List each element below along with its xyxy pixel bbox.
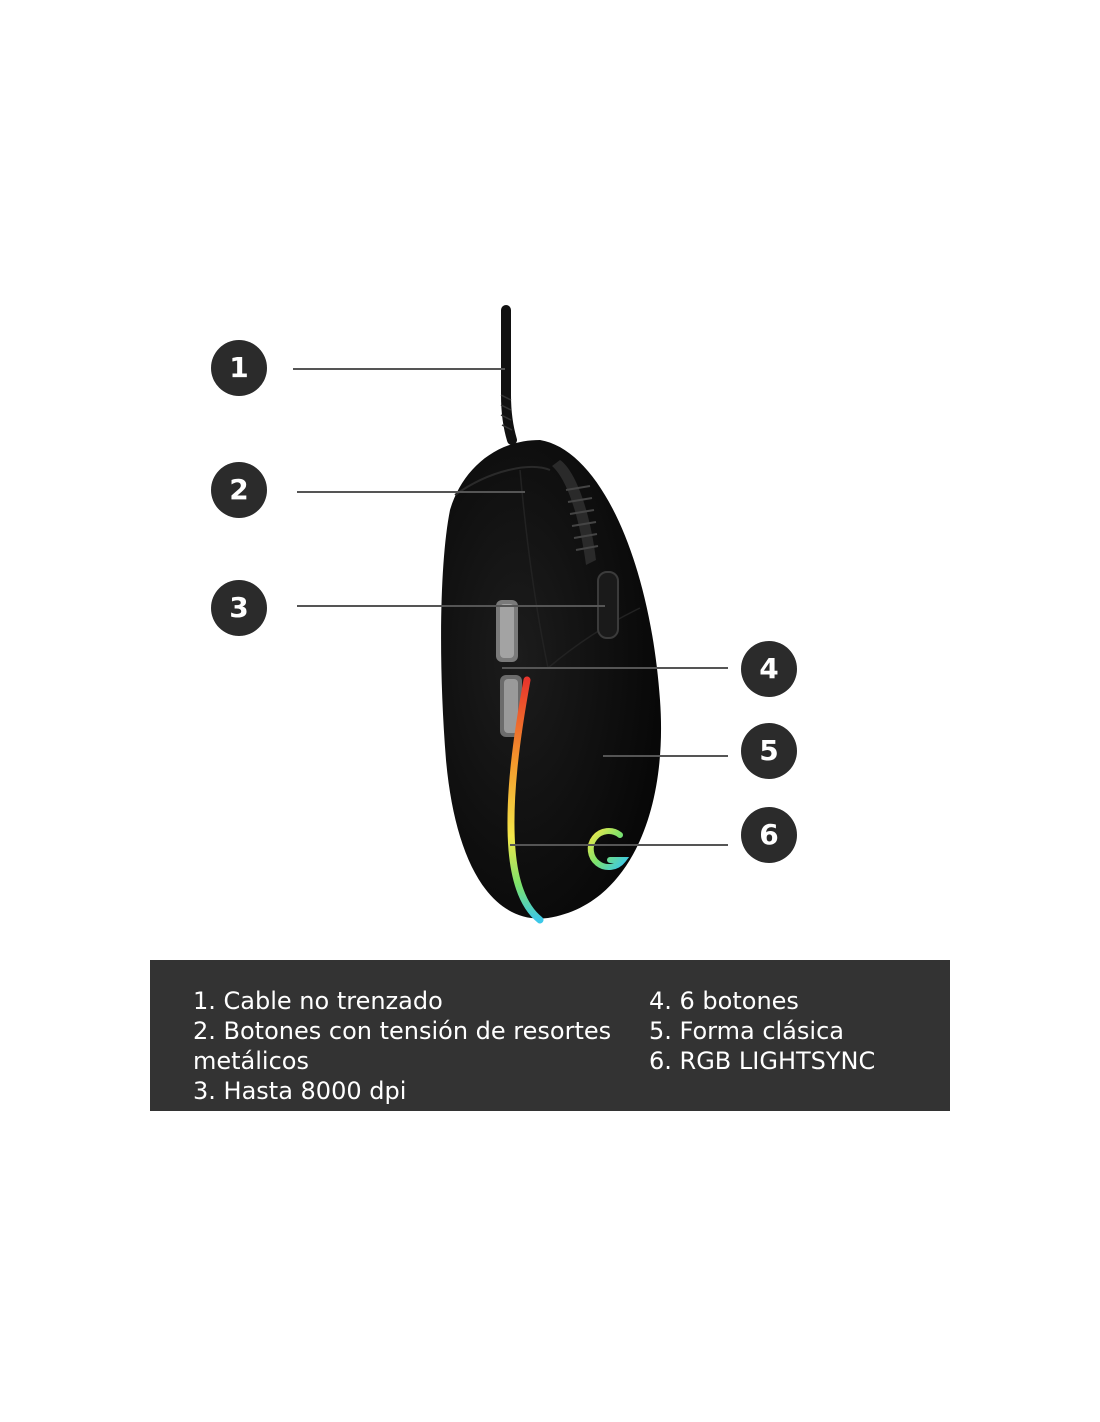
legend-item-3: 3. Hasta 8000 dpi <box>193 1077 407 1105</box>
callout-badge-6: 6 <box>741 807 797 863</box>
legend-item-2-continued: metálicos <box>193 1047 309 1075</box>
logitech-g-logo <box>587 828 630 871</box>
rgb-light-strip <box>507 676 544 924</box>
feature-legend: 1. Cable no trenzado 2. Botones con tens… <box>150 960 950 1111</box>
cable <box>500 305 517 445</box>
legend-item-5: 5. Forma clásica <box>649 1017 844 1045</box>
callout-badge-3: 3 <box>211 580 267 636</box>
callout-badge-2: 2 <box>211 462 267 518</box>
legend-column-left: 1. Cable no trenzado 2. Botones con tens… <box>193 986 633 1106</box>
callout-badge-1: 1 <box>211 340 267 396</box>
legend-item-6: 6. RGB LIGHTSYNC <box>649 1047 876 1075</box>
mouse-body <box>441 440 662 919</box>
legend-item-2: 2. Botones con tensión de resortes <box>193 1017 612 1045</box>
mouse-diagram <box>293 305 728 924</box>
legend-item-1: 1. Cable no trenzado <box>193 987 443 1015</box>
legend-item-4: 4. 6 botones <box>649 987 799 1015</box>
callout-badge-4: 4 <box>741 641 797 697</box>
leader-lines <box>293 368 728 846</box>
legend-column-right: 4. 6 botones 5. Forma clásica 6. RGB LIG… <box>649 986 929 1076</box>
callout-badge-5: 5 <box>741 723 797 779</box>
